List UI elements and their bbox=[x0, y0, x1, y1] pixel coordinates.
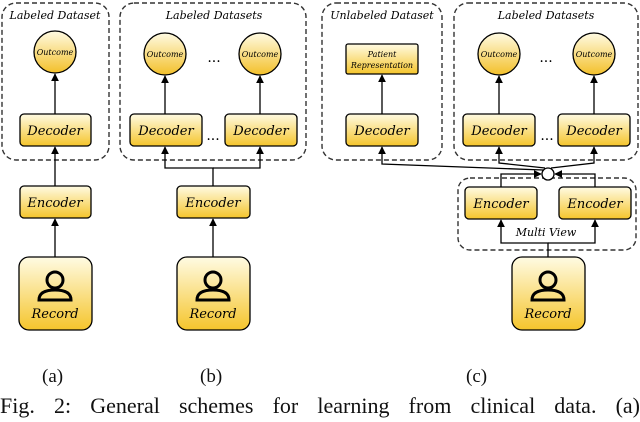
panel-c-arrow-agg-decoder2 bbox=[550, 146, 598, 169]
figure-caption: Fig. 2: General schemes for learning fro… bbox=[0, 393, 640, 418]
panel-c-labeled-group bbox=[453, 2, 639, 161]
panel-a-group-title: Labeled Dataset bbox=[9, 9, 101, 22]
panel-c-arrow-encoder1-agg bbox=[500, 170, 542, 187]
sublabel-b: (b) bbox=[200, 366, 223, 387]
panel-a-record-label: Record bbox=[30, 307, 78, 322]
panel-c-record-label: Record bbox=[523, 307, 571, 322]
panel-c-arrow-agg-decoder1 bbox=[495, 146, 546, 169]
panel-b-outcome-2 bbox=[238, 32, 282, 76]
panel-c-encoder-2-label: Encoder bbox=[566, 197, 623, 212]
panel-c-decoder-ellipsis: ... bbox=[540, 128, 553, 144]
panel-b-arrow-encoder-decoder1 bbox=[161, 146, 214, 186]
panel-c-labeled-title: Labeled Datasets bbox=[497, 9, 595, 22]
panel-c-arrow-record-encoder2 bbox=[548, 219, 599, 244]
panel-b-outcome-1 bbox=[143, 32, 187, 76]
panel-c-outcome-1-label: Outcome bbox=[481, 50, 518, 59]
panel-c-arrow-encoder2-agg bbox=[554, 170, 596, 187]
panel-a-user-icon bbox=[37, 270, 73, 302]
sublabel-c: (c) bbox=[466, 366, 488, 387]
panel-c-encoder-1-label: Encoder bbox=[472, 197, 529, 212]
panel-b-labeled-group bbox=[119, 2, 307, 161]
panel-b-decoder-2-label: Decoder bbox=[232, 124, 289, 139]
panel-a-outcome-node bbox=[33, 30, 77, 74]
panel-c-outcome-1 bbox=[477, 32, 521, 76]
panel-b-decoder-2 bbox=[224, 113, 298, 147]
panel-c-unlabeled-group bbox=[321, 2, 443, 161]
panel-b-record-label: Record bbox=[188, 307, 236, 322]
panel-c-outcome-ellipsis: ... bbox=[539, 50, 552, 66]
panel-c-multiview-label: Multi View bbox=[515, 226, 577, 239]
panel-b-arrow-encoder-decoder2 bbox=[213, 146, 264, 169]
panel-b-decoder-ellipsis: ... bbox=[206, 128, 219, 144]
panel-b-decoder-1 bbox=[129, 113, 203, 147]
panel-c-patient-rep-line1: Patient bbox=[367, 50, 397, 59]
panel-b-outcome-2-label: Outcome bbox=[242, 50, 279, 59]
panel-c-decoder-2-label: Decoder bbox=[565, 124, 622, 139]
sublabel-a: (a) bbox=[42, 366, 64, 387]
panel-a-outcome-label: Outcome bbox=[37, 48, 74, 57]
panel-c-outcome-2 bbox=[572, 32, 616, 76]
panel-a-encoder-label: Encoder bbox=[26, 196, 83, 211]
panel-b-encoder-label: Encoder bbox=[184, 196, 241, 211]
panel-b-group-title: Labeled Datasets bbox=[165, 9, 263, 22]
panel-c-arrow-agg-decoder-unlabeled bbox=[378, 146, 544, 171]
panel-c-patient-rep-line2: Representation bbox=[350, 61, 413, 70]
panel-b-user-icon bbox=[195, 270, 231, 302]
panel-c-aggregation-node bbox=[541, 167, 555, 181]
panel-c-user-icon bbox=[530, 270, 566, 302]
panel-c-decoder-unlabeled-label: Decoder bbox=[353, 124, 410, 139]
panel-a-decoder-label: Decoder bbox=[26, 124, 83, 139]
panel-b-decoder-1-label: Decoder bbox=[137, 124, 194, 139]
panel-c-arrow-record-encoder1 bbox=[497, 219, 549, 257]
panel-c-decoder-1-label: Decoder bbox=[470, 124, 527, 139]
panel-b-outcome-ellipsis: ... bbox=[207, 50, 220, 66]
panel-c-outcome-2-label: Outcome bbox=[576, 50, 613, 59]
panel-b-outcome-1-label: Outcome bbox=[147, 50, 184, 59]
panel-c-patient-representation-box bbox=[345, 43, 419, 75]
panel-c-unlabeled-title: Unlabeled Dataset bbox=[330, 9, 434, 22]
